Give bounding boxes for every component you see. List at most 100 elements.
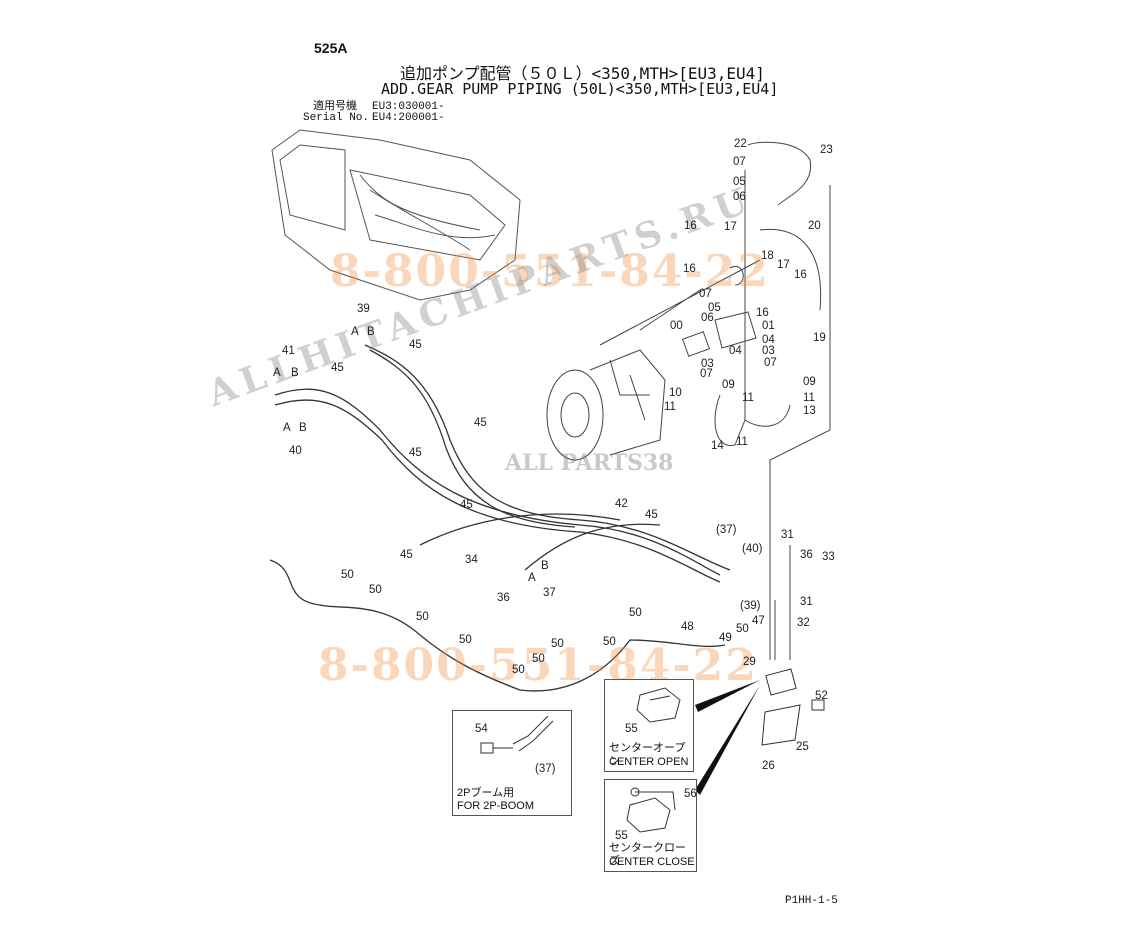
callout-39: (39) (740, 600, 761, 612)
callout-50: 50 (532, 653, 545, 665)
callout-B: B (541, 560, 549, 572)
serial-eu3: EU3:030001- (372, 101, 445, 113)
callout-50: 50 (512, 664, 525, 676)
callout-10: 10 (669, 387, 682, 399)
inset-label-en: FOR 2P-BOOM (457, 800, 535, 812)
callout-48: 48 (681, 621, 694, 633)
callout-B: B (367, 326, 375, 338)
excavator-outline (271, 129, 521, 301)
callout-A: A (273, 367, 281, 379)
title-english: ADD.GEAR PUMP PIPING (50L)<350,MTH>[EU3,… (381, 80, 779, 98)
callout-50: 50 (341, 569, 354, 581)
inset-pointers (695, 680, 760, 795)
watermark-logo: ALL PARTS38 (505, 450, 674, 476)
callout-17: 17 (777, 259, 790, 271)
callout-45: 45 (474, 417, 487, 429)
inset-label-en: CENTER OPEN (609, 756, 689, 768)
callout-50: 50 (629, 607, 642, 619)
callout-31: 31 (800, 596, 813, 608)
callout-05: 05 (733, 176, 746, 188)
callout-40: (40) (742, 543, 763, 555)
callout-07: 07 (733, 156, 746, 168)
valve-icon (626, 787, 676, 833)
callout-56: 56 (684, 788, 697, 800)
inset-center-open: 55 センターオープン CENTER OPEN (604, 679, 694, 772)
callout-31: 31 (781, 529, 794, 541)
callout-45: 45 (645, 509, 658, 521)
callout-37: (37) (535, 763, 556, 775)
callout-23: 23 (820, 144, 833, 156)
callout-45: 45 (409, 339, 422, 351)
callout-A: A (283, 422, 291, 434)
callout-17: 17 (724, 221, 737, 233)
callout-00: 00 (670, 320, 683, 332)
leader-lines (599, 141, 831, 660)
callout-41: 41 (282, 345, 295, 357)
callout-25: 25 (796, 741, 809, 753)
callout-B: B (291, 367, 299, 379)
callout-32: 32 (797, 617, 810, 629)
callout-11: 11 (736, 436, 748, 448)
callout-B: B (299, 422, 307, 434)
callout-42: 42 (615, 498, 628, 510)
callout-01: 01 (762, 320, 775, 332)
callout-18: 18 (761, 250, 774, 262)
callout-36: 36 (800, 549, 813, 561)
callout-09: 09 (803, 376, 816, 388)
callout-07: 07 (700, 368, 713, 380)
callout-16: 16 (683, 263, 696, 275)
hydraulic-hoses (269, 344, 731, 692)
inset-label-ja: 2Pブーム用 (457, 787, 515, 799)
callout-45: 45 (460, 499, 473, 511)
callout-55: 55 (625, 723, 638, 735)
serial-eu4: EU4:200001- (372, 112, 445, 124)
callout-07: 07 (699, 288, 712, 300)
callout-03: 03 (762, 345, 775, 357)
callout-55: 55 (615, 830, 628, 842)
callout-26: 26 (762, 760, 775, 772)
callout-22: 22 (734, 138, 747, 150)
callout-50: 50 (736, 623, 749, 635)
callout-34: 34 (465, 554, 478, 566)
callout-50: 50 (603, 636, 616, 648)
callout-19: 19 (813, 332, 826, 344)
page-code: 525A (314, 40, 348, 56)
inset-2p-boom: 54 (37) 2Pブーム用 FOR 2P-BOOM (452, 710, 572, 816)
watermark-phone-top: 8-800-551-84-22 (330, 246, 770, 297)
serial-label-en: Serial No. (303, 112, 370, 124)
callout-16: 16 (684, 220, 697, 232)
drawing-number: P1HH-1-5 (785, 895, 838, 907)
callout-20: 20 (808, 220, 821, 232)
tee-fitting-icon (480, 715, 554, 754)
callout-16: 16 (794, 269, 807, 281)
callout-13: 13 (803, 405, 816, 417)
callout-36: 36 (497, 592, 510, 604)
callout-50: 50 (551, 638, 564, 650)
callout-50: 50 (369, 584, 382, 596)
callout-39: 39 (357, 303, 370, 315)
valve-block (761, 668, 825, 746)
callout-A: A (528, 572, 536, 584)
callout-40: 40 (289, 445, 302, 457)
callout-11: 11 (803, 392, 815, 404)
callout-50: 50 (459, 634, 472, 646)
callout-49: 49 (719, 632, 732, 644)
callout-11: 11 (742, 392, 754, 404)
callout-09: 09 (722, 379, 735, 391)
valve-icon (636, 687, 681, 723)
inset-center-close: 56 55 センタークローズ CENTER CLOSE (604, 779, 697, 872)
pump-assembly (546, 311, 757, 461)
callout-37: (37) (716, 524, 737, 536)
callout-A: A (351, 326, 359, 338)
callout-47: 47 (752, 615, 765, 627)
inset-label-en: CENTER CLOSE (609, 856, 695, 868)
callout-06: 06 (733, 191, 746, 203)
callout-45: 45 (400, 549, 413, 561)
callout-50: 50 (416, 611, 429, 623)
callout-07: 07 (764, 357, 777, 369)
inset-label-ja: センターオープン (609, 742, 686, 767)
callout-33: 33 (822, 551, 835, 563)
callout-06: 06 (701, 312, 714, 324)
callout-52: 52 (815, 690, 828, 702)
